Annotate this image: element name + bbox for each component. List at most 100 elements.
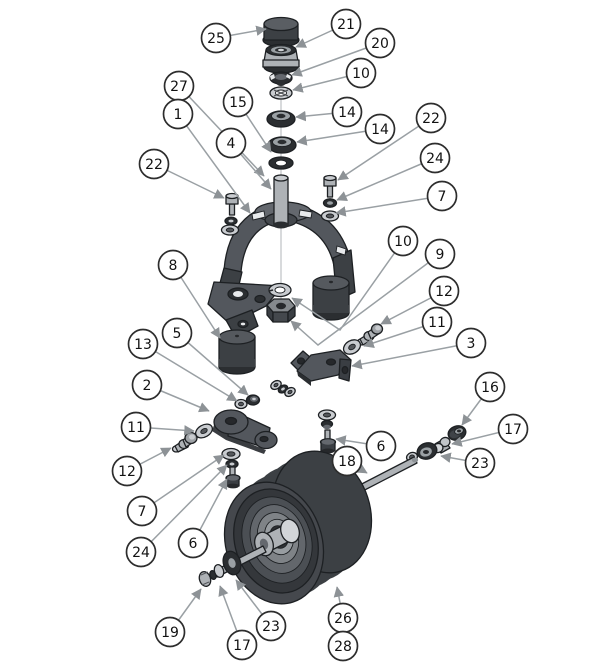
swing-arm: [212, 409, 278, 454]
balloon-circle: [177, 527, 209, 559]
balloon-number: 18: [338, 454, 356, 470]
balloon-number: 24: [132, 545, 150, 561]
balloon-circle: [364, 27, 396, 59]
pivot-washer: [234, 398, 248, 410]
balloon-23-35: 23: [255, 610, 287, 642]
balloon-circle: [365, 430, 397, 462]
balloon-1-7: 1: [162, 98, 194, 130]
balloon-14-5: 14: [364, 113, 396, 145]
balloon-number: 17: [504, 422, 522, 438]
balloon-6-27: 6: [177, 527, 209, 559]
balloon-number: 9: [436, 247, 445, 263]
balloon-circle: [345, 57, 377, 89]
lock-washer-upper: [269, 86, 293, 100]
balloon-circle: [330, 8, 362, 40]
lock-washer-left: [224, 216, 238, 226]
shoulder-bolt-left: [171, 431, 198, 453]
balloon-number: 7: [438, 189, 447, 205]
balloon-26-36: 26: [327, 602, 359, 634]
balloon-number: 21: [337, 17, 355, 33]
balloon-9-16: 9: [424, 238, 456, 270]
balloon-number: 16: [481, 380, 499, 396]
balloon-circle: [120, 411, 152, 443]
balloon-circle: [154, 616, 186, 648]
balloon-10-15: 10: [387, 225, 419, 257]
leader-line-22-10: [337, 117, 432, 181]
balloon-circle: [255, 610, 287, 642]
balloon-circle: [215, 127, 247, 159]
balloon-number: 10: [394, 234, 412, 250]
dust-cap: [262, 16, 300, 48]
balloon-22-10: 22: [415, 102, 447, 134]
balloon-number: 20: [371, 36, 389, 52]
balloon-circle: [111, 455, 143, 487]
balloon-circle: [200, 22, 232, 54]
balloon-circle: [125, 536, 157, 568]
balloon-7-25: 7: [126, 495, 158, 527]
kingpin-hex-nut: [266, 298, 296, 323]
balloon-number: 11: [127, 420, 145, 436]
mount-bolt-right: [323, 174, 337, 198]
balloon-22-13: 22: [138, 148, 170, 180]
leader-line-13-20: [142, 343, 238, 402]
balloon-circle: [474, 371, 506, 403]
balloon-circle: [127, 328, 159, 360]
balloon-circle: [428, 275, 460, 307]
balloon-number: 26: [334, 611, 352, 627]
balloon-number: 23: [471, 456, 489, 472]
balloon-3-19: 3: [455, 327, 487, 359]
balloon-circle: [161, 317, 193, 349]
balloon-16-30: 16: [474, 371, 506, 403]
balloon-circle: [331, 96, 363, 128]
arm-lock-washer: [225, 459, 239, 469]
balloon-number: 19: [161, 625, 179, 641]
bracket-spacer-washers: [270, 379, 296, 398]
balloon-17-31: 17: [497, 413, 529, 445]
mount-bolt-left: [225, 192, 239, 216]
balloon-number: 6: [377, 439, 386, 455]
balloon-20-2: 20: [364, 27, 396, 59]
balloon-2-22: 2: [131, 369, 163, 401]
balloon-number: 11: [428, 315, 446, 331]
balloon-circle: [222, 86, 254, 118]
leader-line-24-11: [336, 157, 436, 201]
leader-line-24-26: [140, 464, 228, 553]
balloon-number: 13: [134, 337, 152, 353]
balloon-number: 24: [426, 151, 444, 167]
balloon-circle: [226, 629, 258, 661]
balloon-18-29: 18: [331, 445, 363, 477]
balloon-circle: [421, 306, 453, 338]
balloon-number: 14: [338, 105, 356, 121]
kingpin: [273, 174, 289, 229]
slotted-lock-washer: [268, 282, 292, 298]
balloon-number: 12: [118, 464, 136, 480]
bracket-flat-washer: [317, 409, 337, 421]
balloon-number: 2: [143, 378, 152, 394]
balloon-circle: [157, 249, 189, 281]
balloon-number: 23: [262, 619, 280, 635]
balloon-circle: [162, 98, 194, 130]
balloon-circle: [126, 495, 158, 527]
balloon-number: 10: [352, 66, 370, 82]
balloon-number: 15: [229, 95, 247, 111]
balloon-number: 22: [422, 111, 440, 127]
bearing-cup-lower: [267, 136, 297, 154]
balloon-24-26: 24: [125, 536, 157, 568]
balloon-17-34: 17: [226, 629, 258, 661]
balloon-23-32: 23: [464, 447, 496, 479]
balloon-circle: [424, 238, 456, 270]
balloon-circle: [419, 142, 451, 174]
balloon-5-21: 5: [161, 317, 193, 349]
bracket-lock-washer: [320, 419, 334, 430]
balloons: 2521201014142711542224722810912113135211…: [111, 8, 529, 662]
balloon-8-14: 8: [157, 249, 189, 281]
balloon-11-18: 11: [421, 306, 453, 338]
leader-line-9-16: [290, 253, 441, 346]
balloon-19-33: 19: [154, 616, 186, 648]
rubber-bumper-left: [218, 329, 256, 375]
balloon-14-4: 14: [331, 96, 363, 128]
balloon-6-28: 6: [365, 430, 397, 462]
balloon-28-37: 28: [327, 630, 359, 662]
axle-spacer-front: [209, 564, 225, 581]
